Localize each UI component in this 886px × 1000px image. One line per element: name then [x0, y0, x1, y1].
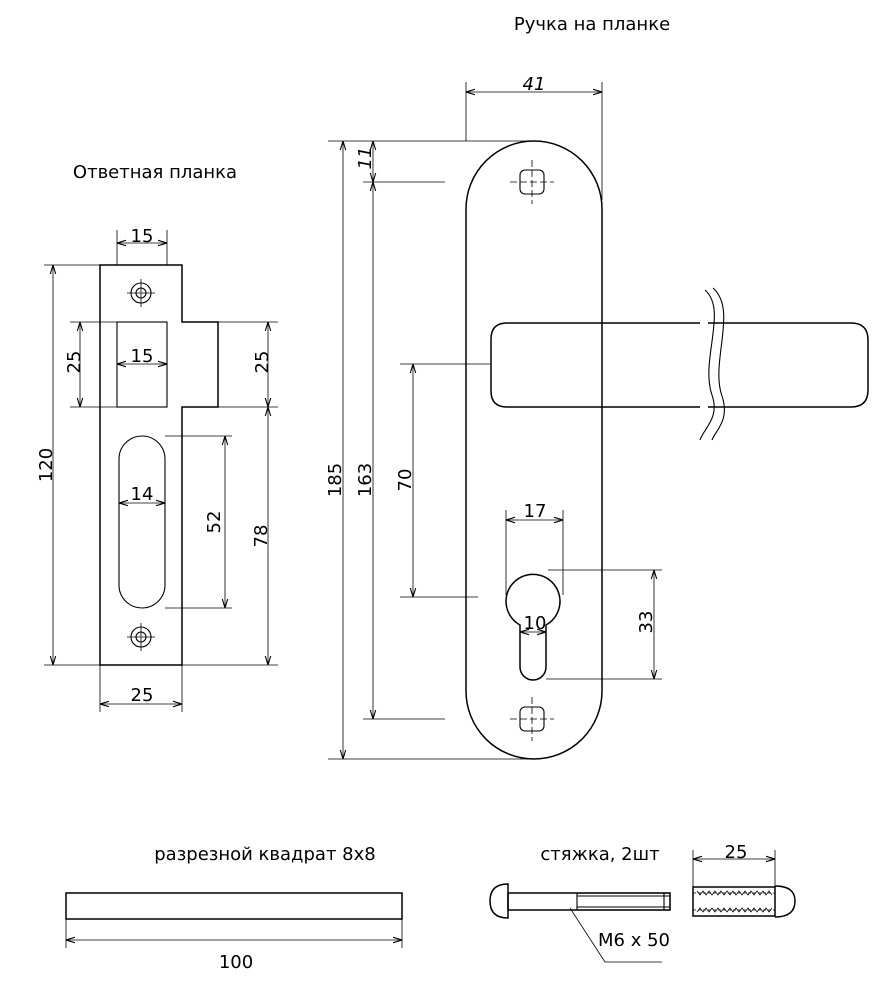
screw-hole-icon	[127, 279, 155, 307]
handle-plate: 41 11 185 163 70 17 10 33	[325, 74, 869, 760]
strike-title: Ответная планка	[73, 162, 237, 183]
break-line	[711, 287, 725, 441]
dim-slot-height: 52	[204, 511, 225, 534]
strike-plate: 15 25 15 25 120 14 52 78 25	[36, 226, 278, 712]
handle-title: Ручка на планке	[514, 14, 670, 35]
square-hole-icon	[510, 697, 554, 741]
dim-handle-to-cylinder: 70	[395, 469, 416, 492]
dim-window-right: 25	[252, 351, 273, 374]
dim-total-height: 120	[36, 448, 57, 482]
lever-handle	[708, 322, 869, 408]
dim-top-width: 15	[131, 226, 154, 247]
thread-label: М6 х 50	[598, 930, 670, 951]
dim-lower-height: 78	[251, 525, 272, 548]
nut-head	[774, 885, 796, 918]
screw-thread	[576, 892, 671, 911]
tie-screws: М6 х 50 25	[489, 842, 796, 963]
dim-window-left: 25	[64, 351, 85, 374]
split-square: 100	[65, 892, 403, 973]
strike-plate-outline	[99, 264, 219, 666]
dim-tie-length: 25	[725, 842, 748, 863]
square-bar	[65, 892, 403, 920]
dim-plate-width: 41	[523, 74, 546, 95]
screw-head	[489, 883, 509, 919]
dim-bottom-width: 25	[131, 685, 154, 706]
dim-window-width: 15	[131, 346, 154, 367]
dim-slot-width: 14	[131, 484, 154, 505]
square-hole-icon	[510, 160, 554, 204]
break-line	[699, 289, 715, 441]
screw-hole-icon	[127, 623, 155, 651]
cylinder-keyhole	[505, 573, 561, 681]
dim-cylinder-slot: 10	[524, 613, 547, 634]
dim-square-length: 100	[219, 952, 253, 973]
dim-screw-distance: 163	[355, 463, 376, 497]
dim-handle-total-height: 185	[325, 463, 346, 497]
handle-backplate	[465, 140, 603, 760]
nut-body	[692, 886, 776, 917]
square-title: разрезной квадрат 8х8	[154, 844, 375, 865]
dim-cylinder-height: 33	[636, 611, 657, 634]
dim-cylinder-width: 17	[524, 501, 547, 522]
dim-top-offset: 11	[355, 147, 376, 170]
strike-slot	[118, 435, 166, 609]
tie-title: стяжка, 2шт	[540, 844, 659, 865]
